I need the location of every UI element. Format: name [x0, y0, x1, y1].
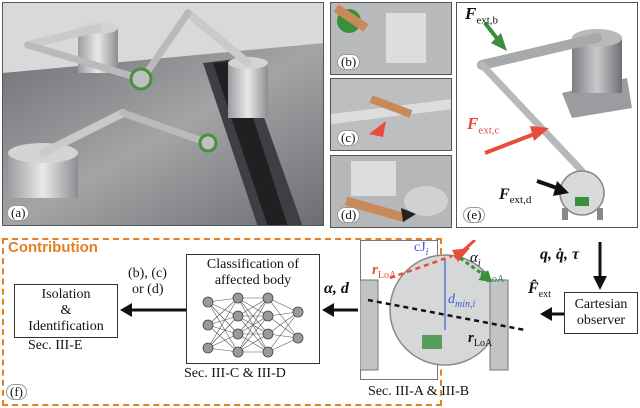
- f-hat-ext-label: F̂ext: [528, 280, 551, 301]
- cartesian-line1: Cartesian: [574, 297, 628, 312]
- arrow-to-classification: [322, 303, 358, 317]
- contribution-title: Contribution: [8, 239, 98, 256]
- panel-d-label: (d): [337, 207, 361, 223]
- alpha-i-label: αi: [470, 250, 481, 269]
- isolation-line3: Identification: [28, 319, 104, 334]
- force-ext-c-label: Fext,c: [467, 114, 500, 137]
- geometry-section: Sec. III-A & III-B: [368, 384, 470, 399]
- isolation-section: Sec. III-E: [28, 338, 83, 353]
- isolation-line2: &: [60, 303, 72, 318]
- robot-table-illustration: [3, 3, 323, 225]
- panel-a-label: (a): [7, 205, 30, 221]
- isolation-identification-box: Isolation & Identification: [14, 284, 118, 338]
- panel-e-model: Fext,b Fext,c Fext,d (e): [456, 2, 638, 228]
- panel-f-label: (f): [6, 384, 27, 400]
- r-loa-red-label: rLoA: [372, 262, 397, 281]
- alpha-d-label: α, d: [324, 280, 349, 297]
- arrow-to-isolation: [120, 303, 186, 317]
- force-ext-d-label: Fext,d: [499, 186, 532, 207]
- cj-label: cJi: [414, 240, 429, 258]
- panel-b-label: (b): [337, 54, 361, 70]
- classification-line1: Classification of: [206, 257, 300, 272]
- arrow-to-geometry: [540, 307, 566, 321]
- geometry-illustration: [360, 240, 526, 371]
- isolation-line1: Isolation: [41, 287, 91, 302]
- robot-model-illustration: [477, 21, 632, 220]
- classification-section: Sec. III-C & III-D: [184, 366, 286, 381]
- cartesian-observer-box: Cartesian observer: [564, 292, 638, 334]
- r-loa-black-label: rLoA: [468, 330, 493, 349]
- arrow-to-cartesian: [593, 242, 607, 290]
- cartesian-line2: observer: [576, 313, 626, 328]
- classification-line2: affected body: [214, 273, 292, 288]
- panel-d-photo: (d): [330, 155, 452, 228]
- panel-c-photo: (c): [330, 78, 452, 151]
- choice-line1: (b), (c): [128, 266, 167, 281]
- r-loa-green-label: rLoA: [480, 266, 505, 285]
- choice-line2: or (d): [132, 282, 164, 297]
- q-inputs-label: q, q̇, τ: [540, 246, 580, 263]
- panel-e-label: (e): [463, 207, 486, 223]
- panel-b-photo: (b): [330, 2, 452, 75]
- panel-a-photo: (a): [2, 2, 324, 226]
- neural-network-icon: [202, 292, 304, 358]
- panel-c-label: (c): [337, 130, 360, 146]
- force-ext-b-label: Fext,b: [465, 4, 499, 27]
- d-min-label: dmin,i: [448, 292, 476, 310]
